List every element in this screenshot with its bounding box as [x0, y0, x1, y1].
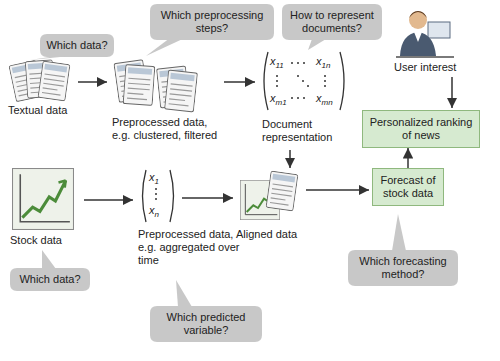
- illustration-part: [307, 85, 309, 87]
- illustration-part: [155, 188, 157, 190]
- caption: Preprocessed data, e.g. clustered, filte…: [112, 116, 224, 142]
- illustration-part: [165, 70, 198, 112]
- illustration-part: [276, 85, 278, 87]
- flow-arrow: [289, 150, 291, 168]
- illustration-part: [409, 11, 427, 29]
- question-callout: Which data?: [10, 268, 90, 291]
- callout-body: [10, 268, 90, 291]
- illustration-part: [409, 11, 427, 18]
- vector-brackets: [143, 170, 174, 222]
- question-callout: Which forecasting method?: [348, 250, 458, 286]
- illustration-part: [400, 32, 436, 56]
- process-box: Forecast of stock data: [372, 168, 444, 206]
- matrix-entry: x1n: [316, 55, 340, 68]
- illustration-part: [291, 97, 293, 99]
- vector-entry: x1: [149, 171, 169, 184]
- matrix-entry: xm1: [270, 92, 294, 105]
- illustration-part: [297, 75, 299, 77]
- illustration-part: [276, 75, 278, 77]
- illustration-part: [264, 52, 268, 110]
- caption: Textual data: [8, 104, 98, 117]
- document-stack-icon: [9, 60, 70, 102]
- callout-tail: [42, 250, 56, 269]
- illustration-part: [324, 75, 326, 77]
- node-text: Personalized ranking of news: [369, 116, 473, 142]
- callout-body: [150, 4, 274, 40]
- illustration-part: [302, 80, 304, 82]
- flow-arrow: [84, 199, 133, 201]
- caption: Document representation: [262, 118, 350, 144]
- stock-chart-icon: [13, 169, 74, 230]
- illustration-part: [143, 170, 147, 222]
- node-text: Which predicted variable?: [156, 311, 256, 337]
- illustration-part: [303, 62, 305, 64]
- illustration-part: [303, 97, 305, 99]
- illustration-part: [291, 62, 293, 64]
- aligned-data-icon: [240, 171, 298, 220]
- node-text: Which preprocessing steps?: [156, 9, 268, 35]
- callout-tail: [30, 56, 70, 60]
- flow-connector: [407, 148, 409, 168]
- vector-entry: xn: [149, 204, 169, 217]
- question-callout: How to represent documents?: [282, 4, 382, 40]
- flow-arrow: [224, 81, 255, 83]
- node-text: Which data?: [16, 273, 84, 286]
- callout-tail: [392, 214, 406, 251]
- user-icon: [396, 11, 454, 57]
- illustration-part: [38, 61, 70, 101]
- callout-body: [40, 34, 114, 57]
- illustration-part: [123, 65, 155, 106]
- vector-dots: [155, 188, 157, 200]
- illustration-part: [276, 80, 278, 82]
- node-text: Which forecasting method?: [354, 255, 452, 281]
- matrix-entry: xmn: [316, 92, 340, 105]
- callout-body: [282, 4, 382, 40]
- caption: User interest: [394, 61, 490, 74]
- node-text: Which data?: [46, 39, 108, 52]
- illustration-part: [266, 171, 298, 211]
- node-text: Forecast of stock data: [379, 174, 437, 200]
- matrix-entry: x11: [270, 55, 294, 68]
- question-callout: Which data?: [40, 34, 114, 57]
- illustration-part: [414, 32, 422, 42]
- callout-body: [348, 250, 458, 286]
- callout-tail: [146, 39, 183, 56]
- callout-body: [150, 306, 262, 342]
- illustration-part: [297, 97, 299, 99]
- caption: Preprocessed data, e.g. aggregated over …: [138, 228, 242, 267]
- flow-arrow: [78, 81, 107, 83]
- caption: Stock data: [10, 234, 90, 247]
- callout-tail: [176, 280, 192, 307]
- process-box: Personalized ranking of news: [362, 110, 480, 148]
- callout-tail: [308, 39, 326, 50]
- matrix-brackets: [264, 52, 344, 110]
- illustration-part: [428, 22, 450, 38]
- question-callout: Which preprocessing steps?: [150, 4, 274, 40]
- illustration-part: [396, 56, 454, 58]
- illustration-part: [155, 193, 157, 195]
- document-cluster-icon: [114, 60, 198, 112]
- question-callout: Which predicted variable?: [150, 306, 262, 342]
- flow-arrow: [451, 77, 453, 108]
- illustration-part: [324, 85, 326, 87]
- caption: Aligned data: [236, 228, 316, 241]
- flow-arrow: [182, 197, 233, 199]
- illustration-part: [324, 80, 326, 82]
- node-text: How to represent documents?: [288, 9, 376, 35]
- flow-arrow: [306, 189, 369, 191]
- illustration-part: [340, 52, 344, 110]
- illustration-part: [170, 170, 174, 222]
- illustration-part: [297, 62, 299, 64]
- illustration-part: [155, 198, 157, 200]
